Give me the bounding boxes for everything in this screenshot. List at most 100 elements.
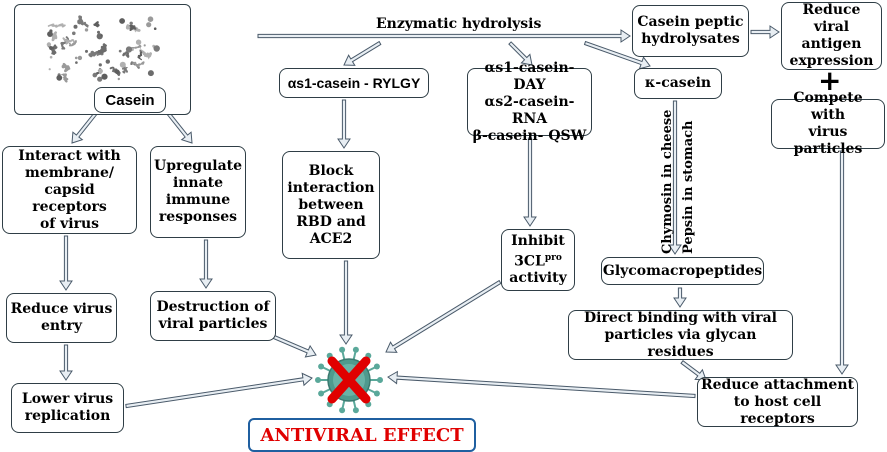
- compete-text: Compete with virus particles: [793, 90, 863, 157]
- peptides-text: αs1-casein-DAY αs2-casein-RNA β-casein- …: [472, 59, 587, 144]
- protein-ribbon-strand: [138, 49, 152, 60]
- arrow-inhibit-to-virus: [385, 279, 502, 353]
- protein-residue-dot: [100, 73, 108, 80]
- protein-residue-dot: [84, 28, 88, 32]
- protein-residue-dot: [118, 18, 125, 24]
- protein-residue-dot: [147, 70, 154, 77]
- chymosin-label: Chymosin in cheese: [660, 109, 675, 254]
- casein-protein-structure-icon: [46, 15, 160, 83]
- protein-residue-dot: [118, 49, 122, 53]
- virus-spike-tip: [377, 377, 383, 383]
- casein-peptic-text: Casein peptic hydrolysates: [637, 14, 744, 47]
- protein-residue-dot: [74, 56, 77, 60]
- as1-rylgy-box: αs1-casein - RYLGY: [279, 68, 429, 98]
- protein-ribbon-strand: [76, 15, 84, 25]
- protein-residue-dot: [153, 27, 156, 31]
- antiviral-effect-text: ANTIVIRAL EFFECT: [260, 424, 464, 446]
- inhibit-suffix: activity: [509, 270, 567, 287]
- virus-spike-tip: [318, 390, 325, 397]
- protein-residue-dot: [74, 61, 78, 64]
- protein-residue-dot: [97, 68, 103, 74]
- protein-ribbon-strand: [46, 43, 54, 51]
- protein-ribbon-strand: [130, 44, 141, 50]
- direct-binding-box: Direct binding with viral particles via …: [568, 310, 793, 360]
- arrow-block-to-virus: [339, 260, 353, 345]
- arrow-rylgy-to-block: [337, 99, 351, 149]
- kappa-casein-text: κ-casein: [644, 75, 712, 91]
- arrow-hydrolysis-to-kappa: [583, 40, 651, 70]
- protein-residue-dot: [49, 55, 52, 59]
- protein-ribbon-strand: [47, 23, 66, 28]
- arrow-attachment-to-virus: [387, 370, 696, 399]
- arrow-entry-to-lower: [59, 344, 73, 381]
- protein-residue-dot: [100, 34, 103, 37]
- protein-residue-dot: [153, 45, 160, 52]
- protein-residue-dot: [129, 21, 133, 25]
- protein-residue-dot: [143, 44, 146, 47]
- arrow-peptic-to-antigen: [750, 25, 780, 39]
- block-box: Block interaction between RBD and ACE2: [282, 151, 380, 259]
- protein-ribbon-strand: [128, 24, 136, 32]
- as1-rylgy-text: αs1-casein - RYLGY: [287, 74, 421, 91]
- arrow-interact-to-entry: [59, 235, 73, 291]
- protein-residue-dot: [117, 77, 120, 81]
- protein-residue-dot: [55, 74, 62, 81]
- arrow-kappa-to-glyco: [668, 100, 682, 255]
- protein-ribbon-strand: [121, 65, 128, 74]
- casein-peptic-box: Casein peptic hydrolysates: [632, 5, 749, 57]
- protein-ribbon-strand: [68, 40, 77, 47]
- protein-residue-dot: [92, 72, 97, 78]
- destruction-text: Destruction of viral particles: [156, 299, 270, 332]
- kappa-casein-box: κ-casein: [634, 68, 722, 99]
- block-text: Block interaction between RBD and ACE2: [287, 162, 375, 247]
- arrow-lower-to-virus: [125, 372, 313, 409]
- protein-ribbon-strand: [61, 37, 75, 45]
- arrow-glyco-to-direct: [673, 287, 687, 308]
- reduce-entry-box: Reduce virus entry: [6, 293, 117, 343]
- arrow-hydrolysis-to-peptides: [508, 41, 533, 66]
- virus-spike-tip: [373, 363, 380, 370]
- inhibit-prefix: Inhibit 3CL: [511, 232, 565, 270]
- antiviral-effect-box: ANTIVIRAL EFFECT: [248, 418, 476, 452]
- virus-spike-tip: [373, 390, 380, 397]
- protein-ribbon-strand: [99, 43, 107, 54]
- virus-spike-tip: [339, 346, 346, 353]
- protein-residue-dot: [46, 42, 51, 47]
- direct-binding-text: Direct binding with viral particles via …: [584, 309, 777, 360]
- arrow-peptides-to-inhibit: [523, 137, 537, 227]
- reduce-attachment-box: Reduce attachment to host cell receptors: [697, 377, 858, 427]
- protein-residue-dot: [96, 76, 102, 82]
- virus-spike-tip: [318, 363, 325, 370]
- reduce-antigen-text: Reduce viral antigen expression: [789, 2, 874, 69]
- protein-residue-dot: [77, 55, 82, 61]
- protein-ribbon-strand: [121, 51, 129, 58]
- virus-spike-tip: [339, 407, 346, 414]
- virus-spike-tip: [352, 346, 359, 353]
- protein-residue-dot: [84, 49, 88, 53]
- upregulate-box: Upregulate innate immune responses: [150, 146, 246, 238]
- inhibit-superscript: pro: [544, 252, 562, 263]
- protein-residue-dot: [135, 39, 141, 45]
- inhibit-box: Inhibit 3CLpro activity: [501, 229, 575, 291]
- protein-residue-dot: [145, 22, 151, 28]
- protein-ribbon-strand: [59, 73, 68, 83]
- protein-ribbon-strand: [92, 21, 100, 28]
- enzymatic-hydrolysis-label: Enzymatic hydrolysis: [376, 16, 542, 32]
- protein-ribbon-strand: [51, 31, 57, 42]
- lower-replication-box: Lower virus replication: [11, 383, 124, 433]
- pepsin-label: Pepsin in stomach: [681, 120, 696, 254]
- peptides-box: αs1-casein-DAY αs2-casein-RNA β-casein- …: [467, 60, 592, 144]
- arrow-compete-to-attachment: [835, 150, 849, 375]
- protein-residue-dot: [125, 46, 132, 53]
- reduce-attachment-text: Reduce attachment to host cell receptors: [701, 376, 854, 427]
- arrow-hydrolysis-to-peptic: [257, 29, 631, 43]
- protein-residue-dot: [114, 69, 119, 75]
- virus-icon: [315, 346, 383, 414]
- interact-text: Interact with membrane/ capsid receptors…: [18, 147, 121, 232]
- glyco-text: Glycomacropeptides: [602, 262, 763, 279]
- reduce-entry-text: Reduce virus entry: [10, 301, 113, 334]
- destruction-box: Destruction of viral particles: [150, 291, 276, 341]
- protein-ribbon-strand: [136, 50, 142, 61]
- inhibit-text: Inhibit 3CLpro activity: [509, 233, 566, 288]
